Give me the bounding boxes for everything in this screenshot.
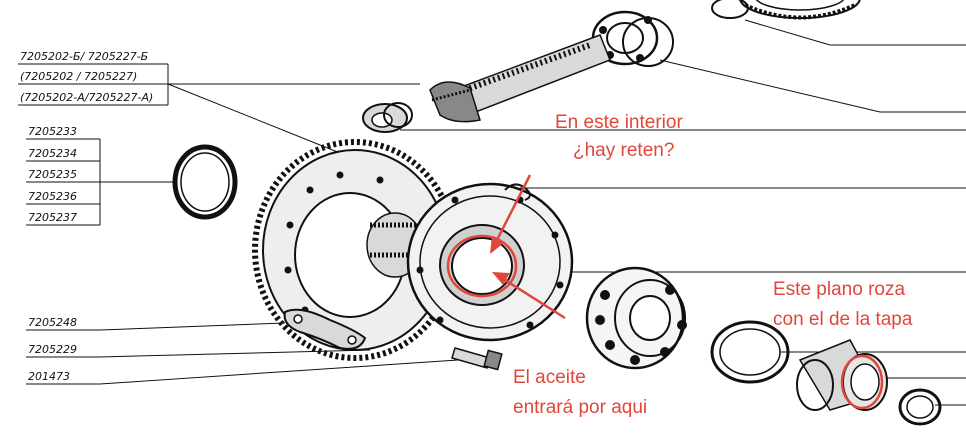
annotation-oil-line2: entrará por aqui — [513, 397, 647, 418]
annotation-seal-line2: ¿hay reten? — [573, 140, 674, 161]
part-number-2: (7205202 / 7205227) — [20, 70, 137, 83]
part-number-11: 201473 — [28, 370, 70, 383]
part-number-3: (7205202-А/7205227-А) — [20, 91, 153, 104]
part-number-9: 7205248 — [28, 316, 77, 329]
top-gear-partial — [711, 0, 861, 20]
differential-housing — [406, 182, 574, 342]
part-number-7: 7205236 — [28, 190, 77, 203]
part-number-5: 7205234 — [28, 147, 77, 160]
left-ring — [172, 144, 238, 220]
part-number-8: 7205237 — [28, 211, 77, 224]
part-number-10: 7205229 — [28, 343, 77, 356]
small-shaft-bearing — [362, 102, 413, 133]
annotation-overlays: En este interior ¿hay reten? Este plano … — [446, 112, 913, 418]
part-number-6: 7205235 — [28, 168, 77, 181]
sleeve-bushing — [796, 339, 888, 411]
arrow-to-oil-inlet — [504, 278, 566, 320]
leader-lines — [99, 19, 966, 406]
right-ball-bearing — [585, 266, 687, 370]
shim-ring — [710, 320, 790, 384]
arrow-head-seal — [490, 236, 505, 254]
part-number-1: 7205202-Б/ 7205227-Б — [20, 50, 148, 63]
part-number-4: 7205233 — [28, 125, 77, 138]
bottom-right-ring — [898, 388, 942, 426]
part-number-labels: 7205202-Б/ 7205227-Б (7205202 / 7205227)… — [20, 50, 153, 383]
annotation-seal-line1: En este interior — [555, 112, 683, 133]
highlight-circle-face — [840, 354, 884, 410]
arrow-to-seal — [495, 174, 532, 241]
pinion-shaft — [429, 34, 611, 123]
bolt — [451, 347, 503, 371]
highlight-circle-seal — [446, 234, 518, 298]
annotation-face-line1: Este plano roza — [773, 279, 905, 300]
label-underlines — [18, 63, 169, 385]
annotation-face-line2: con el de la tapa — [773, 309, 913, 330]
spring-clip — [504, 183, 531, 201]
annotation-oil-line1: El aceite — [513, 367, 586, 388]
arrow-head-oil — [492, 272, 510, 285]
lock-plate — [283, 308, 367, 350]
